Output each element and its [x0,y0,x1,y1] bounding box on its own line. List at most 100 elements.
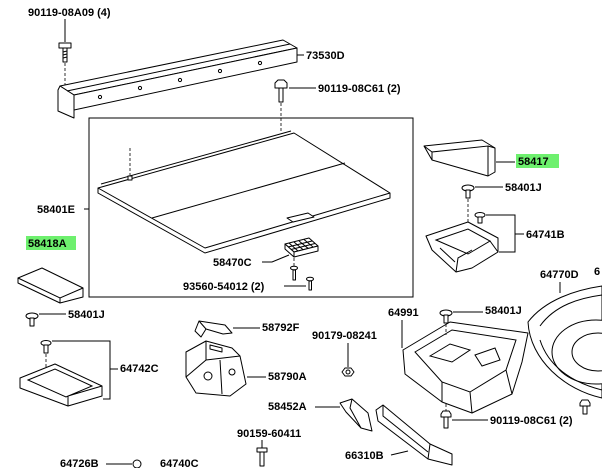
bracket-hole [177,77,183,83]
clip-58401J-left-drawing [25,312,66,327]
block-detail [185,341,241,395]
bracket-hole [137,85,143,91]
part-label-58792F[interactable]: 58792F [262,322,300,334]
bolt-head [58,42,72,49]
spare-tire-well-inner [571,332,602,372]
part-label-64741B[interactable]: 64741B [526,229,565,241]
handle-front [293,245,319,258]
part-label-58401J-right[interactable]: 58401J [505,182,542,194]
block-hole [228,368,236,376]
leader-line [262,254,290,263]
bolt-thread [62,50,68,59]
tray-detail [414,329,517,414]
spare-tire-well [551,319,602,385]
nut-bore [345,369,351,375]
part-label-58401J-mid[interactable]: 58401J [485,305,522,317]
strip-58452A-drawing [315,398,373,432]
part-label-58418A[interactable]: 58418A [28,238,67,250]
bracket-detail [198,320,207,330]
part-label-73530D[interactable]: 73530D [306,50,345,62]
bolt-90159-60411-drawing [256,440,268,467]
bolt-shaft [443,416,449,429]
part-label-58417[interactable]: 58417 [518,156,549,168]
strip-66310B-drawing [375,404,453,466]
part-label-90179-08241[interactable]: 90179-08241 [312,330,377,342]
bracket-outline [194,320,233,338]
bracket-hole [257,60,263,66]
tray-rim [539,294,602,327]
tonneau-cover-58401E-drawing [84,130,391,254]
bolt-shaft [278,87,284,103]
tray-outline [402,321,529,414]
box-outline [425,221,499,273]
bracket-73530D-drawing [57,39,304,119]
leader-bracket [52,340,118,400]
part-label-90119-08C61-top[interactable]: 90119-08C61 (2) [318,83,401,95]
part-label-90119-08C61-bottom[interactable]: 90119-08C61 (2) [490,415,573,427]
handle-58470C-drawing [262,237,319,266]
cover-roll-line [100,130,292,185]
block-58790A-drawing [185,340,266,397]
bracket-detail-line [66,43,291,92]
strip-outline [375,404,453,466]
block-hole [203,371,213,381]
part-label-58452A[interactable]: 58452A [268,401,307,413]
clip-shaft [443,314,449,324]
part-label-64770D[interactable]: 64770D [540,269,579,281]
tray-detail [539,339,602,391]
clip-58401J-right-drawing [461,184,503,224]
screw-shaft [308,280,312,291]
screw-head [306,276,314,282]
leader-line [390,450,409,456]
handle-grid [287,239,316,252]
bracket-hole [97,94,103,100]
part-label-90159-60411[interactable]: 90159-60411 [237,428,301,440]
part-label-64742C[interactable]: 64742C [120,363,159,375]
part-label-58790A[interactable]: 58790A [268,371,307,383]
bolt-head [440,410,452,418]
nut-90179-08241-drawing [341,343,355,377]
bracket-hole [217,68,223,74]
part-label-90119-08A09[interactable]: 90119-08A09 (4) [28,7,111,19]
cover-panel [97,132,391,249]
cover-plate [423,139,496,177]
part-label-64740C[interactable]: 64740C [160,458,199,468]
tray-64742C-drawing [19,340,118,407]
leader-bracket [486,214,524,253]
strip-outline [339,398,373,432]
clip-shaft [43,344,49,354]
assembly-frame [88,117,414,298]
box-detail [434,228,499,273]
bolt-head [256,447,268,453]
part-label-64726B[interactable]: 64726B [60,458,99,468]
cover-fold-line [151,162,346,219]
part-64726B-drawing [106,459,142,468]
part-label-58401E[interactable]: 58401E [37,204,75,216]
nut-outline [341,367,355,377]
bracket-58792F-drawing [194,320,260,338]
clip-shaft [477,216,483,224]
block-tab [209,344,223,353]
plate-58418A-drawing [17,267,84,304]
cover-plate-detail [423,145,496,176]
part-label-partial[interactable]: 6 [594,266,600,278]
clip-shaft [29,317,35,327]
bolt-90119-08A09-drawing [58,19,72,88]
bolts-90119-08C61-bottom-drawing [440,399,591,429]
plate-outline [17,267,84,304]
strip-detail [382,405,431,460]
tray-64991-drawing [401,309,529,414]
highlight-marker-58418A [26,236,76,250]
highlight-marker-58417 [516,154,559,168]
part-label-66310B[interactable]: 66310B [345,450,384,462]
screw-head [290,265,298,271]
part-label-58401J-left[interactable]: 58401J [68,309,105,321]
tray-detail [26,368,103,406]
cover-clip-mark [127,175,133,181]
part-label-58470C[interactable]: 58470C [213,257,252,269]
part-label-93560-54012[interactable]: 93560-54012 (2) [183,281,265,293]
part-label-64991[interactable]: 64991 [388,307,419,319]
cover-edge [97,188,391,254]
screws-93560-54012-drawing [284,265,314,291]
bolt-head [579,399,591,407]
